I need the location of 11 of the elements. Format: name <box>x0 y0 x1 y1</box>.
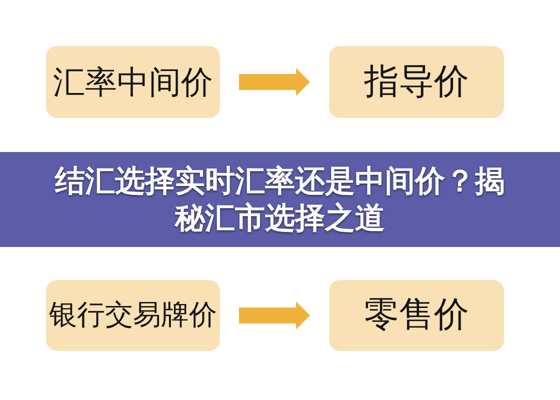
arrow <box>239 302 310 330</box>
term-label: 零售价 <box>364 295 469 336</box>
term-box <box>329 280 504 351</box>
title: 结汇选择实时汇率还是中间价？揭秘汇市选择之道 <box>54 162 506 236</box>
arrow <box>239 68 310 96</box>
term-box <box>46 46 220 118</box>
term-box <box>46 280 220 351</box>
term-label: 汇率中间价 <box>53 64 213 100</box>
term-box <box>329 46 504 118</box>
term-label: 银行交易牌价 <box>49 299 217 332</box>
term-label: 指导价 <box>364 62 469 102</box>
